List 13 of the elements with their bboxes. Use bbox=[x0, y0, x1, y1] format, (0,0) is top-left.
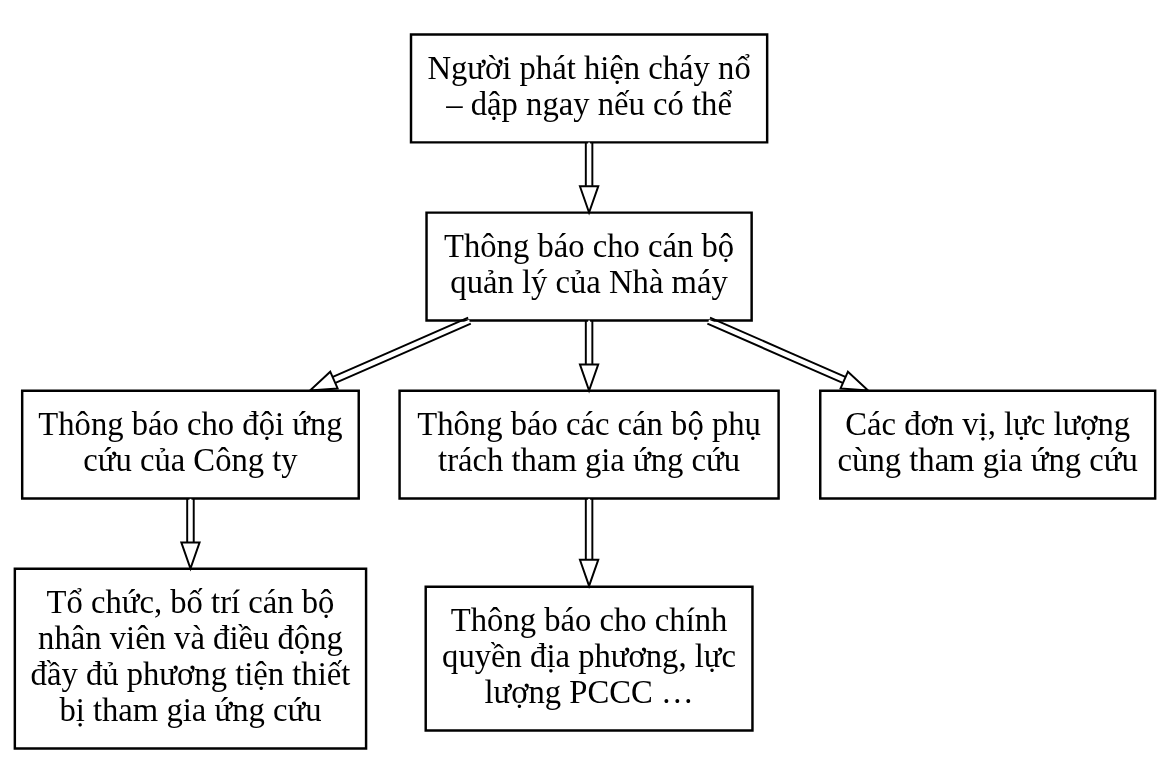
node-box: Thông báo cho chính quyền địa phương, lực lượng PCCC … bbox=[424, 585, 754, 732]
node-box: Thông báo cho cán bộ quản lý của Nhà máy bbox=[425, 211, 753, 322]
node-box: Thông báo các cán bộ phụ trách tham gia ứng cứu bbox=[398, 389, 780, 500]
arrow bbox=[706, 316, 871, 392]
arrow bbox=[578, 319, 600, 394]
node-box: Tổ chức, bố trí cán bộ nhân viên và điều động đầy đủ phương tiện thiết bị tham gia ứng cứu bbox=[13, 567, 368, 750]
node-box: Các đơn vị, lực lượng cùng tham gia ứng cứu bbox=[819, 389, 1157, 500]
node-box: Người phát hiện cháy nổ – dập ngay nếu có thể bbox=[409, 33, 769, 144]
arrow bbox=[307, 316, 472, 392]
arrow bbox=[578, 497, 600, 589]
arrow bbox=[179, 497, 201, 572]
node-box: Thông báo cho đội ứng cứu của Công ty bbox=[20, 389, 360, 500]
arrow bbox=[578, 141, 600, 216]
